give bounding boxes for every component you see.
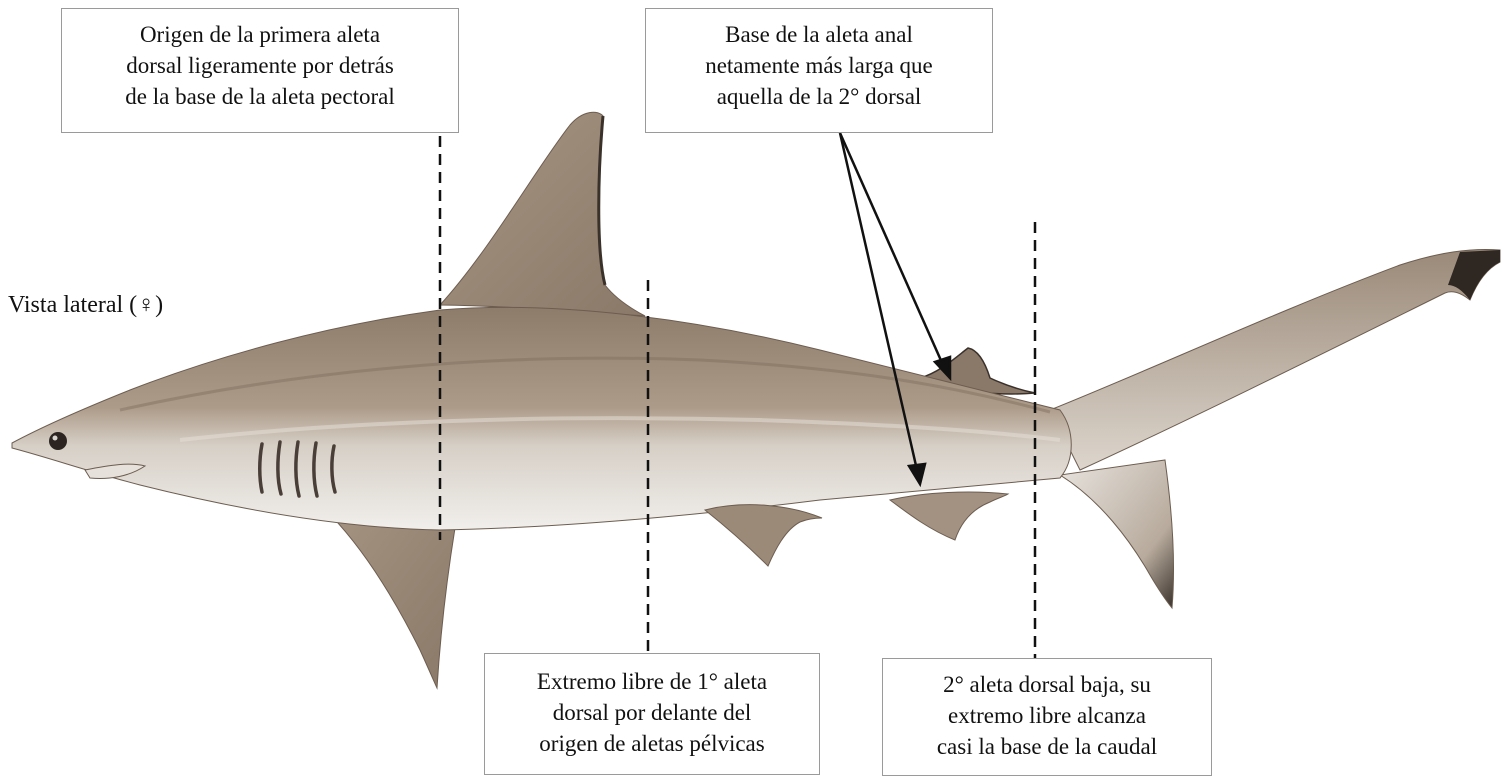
callout-first-dorsal-origin: Origen de la primera aleta dorsal ligera…	[61, 8, 459, 133]
callout-line: dorsal por delante del	[485, 697, 819, 728]
callout-line: netamente más larga que	[646, 50, 992, 81]
caudal-fin-upper	[1050, 250, 1500, 470]
callout-line: origen de aletas pélvicas	[485, 728, 819, 759]
callout-line: aquella de la 2° dorsal	[646, 81, 992, 112]
callout-line: Origen de la primera aleta	[62, 19, 458, 50]
callout-line: dorsal ligeramente por detrás	[62, 50, 458, 81]
callout-line: Extremo libre de 1° aleta	[485, 666, 819, 697]
view-label: Vista lateral (♀)	[8, 292, 163, 319]
callout-line: 2° aleta dorsal baja, su	[883, 669, 1211, 700]
callout-line: de la base de la aleta pectoral	[62, 81, 458, 112]
eye	[49, 432, 67, 450]
anal-fin	[890, 492, 1008, 540]
callout-first-dorsal-free-tip: Extremo libre de 1° aleta dorsal por del…	[484, 653, 820, 775]
first-dorsal-fin	[440, 112, 645, 316]
callout-line: casi la base de la caudal	[883, 731, 1211, 762]
pelvic-fin	[705, 505, 822, 566]
callout-second-dorsal: 2° aleta dorsal baja, su extremo libre a…	[882, 658, 1212, 776]
arrow-to-second-dorsal	[840, 133, 943, 365]
callout-line: extremo libre alcanza	[883, 700, 1211, 731]
caudal-fin-lower	[1060, 460, 1174, 608]
callout-line: Base de la aleta anal	[646, 19, 992, 50]
callout-anal-fin-base: Base de la aleta anal netamente más larg…	[645, 8, 993, 133]
